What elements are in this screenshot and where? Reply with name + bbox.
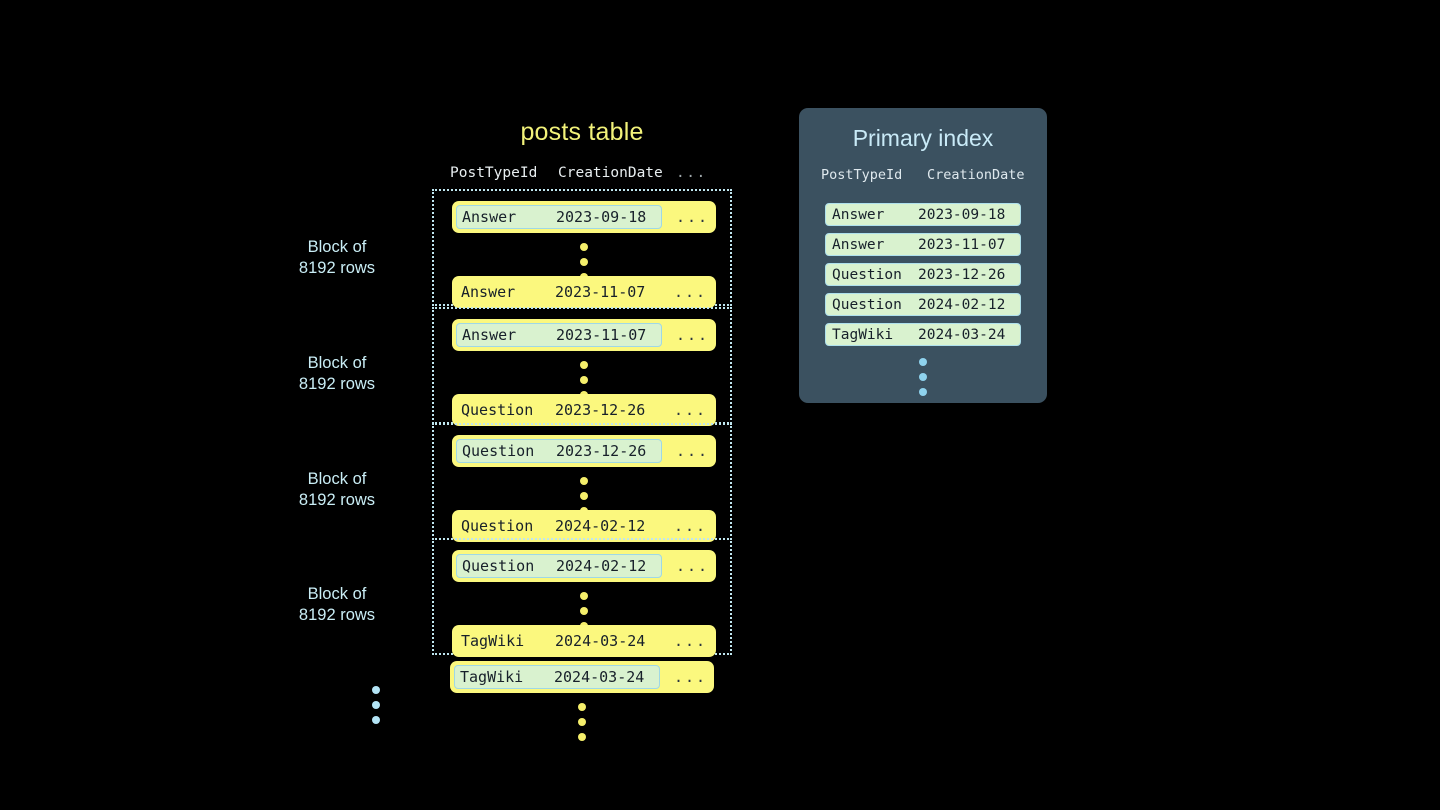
cell-creationdate: 2023-11-07 (918, 236, 1006, 253)
block-2: Answer 2023-11-07 ... Question 2023-12-2… (432, 307, 732, 426)
posts-table-column-headers: PostTypeId CreationDate ... (450, 165, 732, 181)
cell-creationdate: 2023-12-26 (555, 401, 646, 419)
row-key-cells: Question 2023-12-26 (456, 439, 662, 463)
cell-posttypeid: Answer (832, 206, 885, 223)
column-header-posttypeid: PostTypeId (821, 167, 903, 183)
dot (372, 701, 380, 709)
row-cells: Question 2023-12-26 (456, 399, 660, 421)
cell-creationdate: 2024-02-12 (556, 557, 647, 575)
dot (580, 361, 588, 369)
cell-ellipsis: ... (676, 326, 710, 344)
column-header-posttypeid: PostTypeId (450, 165, 538, 181)
block-3: Question 2023-12-26 ... Question 2024-02… (432, 423, 732, 542)
block-3-label: Block of 8192 rows (298, 470, 376, 509)
table-row: Question 2024-02-12 ... (452, 510, 716, 542)
table-row: Question 2024-02-12 ... (452, 550, 716, 582)
dot (580, 258, 588, 266)
cell-posttypeid: Question (461, 517, 534, 535)
list-item: Answer 2023-09-18 (825, 203, 1021, 226)
table-row: Question 2023-12-26 ... (452, 394, 716, 426)
dot (578, 718, 586, 726)
dot (919, 388, 927, 396)
dot (580, 477, 588, 485)
cell-ellipsis: ... (674, 517, 708, 535)
block-2-label: Block of 8192 rows (298, 354, 376, 393)
block-1-label: Block of 8192 rows (298, 238, 376, 277)
cell-posttypeid: Answer (461, 283, 516, 301)
cell-creationdate: 2024-02-12 (555, 517, 646, 535)
row-key-cells: Answer 2023-09-18 (456, 205, 662, 229)
primary-index-ellipsis-dots (799, 358, 1047, 396)
column-header-creationdate: CreationDate (927, 167, 1025, 183)
row-key-cells: Question 2024-02-12 (456, 554, 662, 578)
primary-index-panel: Primary index PostTypeId CreationDate An… (799, 108, 1047, 403)
cell-posttypeid: Question (462, 442, 535, 460)
table-ellipsis-dots (578, 703, 586, 741)
cell-posttypeid: Answer (462, 208, 517, 226)
cell-creationdate: 2023-12-26 (556, 442, 647, 460)
primary-index-column-headers: PostTypeId CreationDate (821, 167, 1031, 183)
row-cells: Question 2024-02-12 (456, 515, 660, 537)
cell-posttypeid: TagWiki (460, 668, 524, 686)
dot (919, 358, 927, 366)
cell-creationdate: 2024-03-24 (918, 326, 1006, 343)
cell-ellipsis: ... (674, 401, 708, 419)
cell-creationdate: 2024-03-24 (554, 668, 645, 686)
cell-ellipsis: ... (676, 557, 710, 575)
column-header-ellipsis: ... (676, 165, 707, 181)
cell-creationdate: 2024-03-24 (555, 632, 646, 650)
list-item: Question 2024-02-12 (825, 293, 1021, 316)
dot (372, 716, 380, 724)
primary-index-entry-list: Answer 2023-09-18 Answer 2023-11-07 Ques… (825, 203, 1021, 353)
row-cells: TagWiki 2024-03-24 (456, 630, 660, 652)
dot (580, 243, 588, 251)
cell-creationdate: 2023-12-26 (918, 266, 1006, 283)
cell-posttypeid: TagWiki (461, 632, 525, 650)
dot (580, 492, 588, 500)
cell-posttypeid: Question (462, 557, 535, 575)
row-key-cells: TagWiki 2024-03-24 (454, 665, 660, 689)
dot (578, 703, 586, 711)
block-1: Answer 2023-09-18 ... Answer 2023-11-07 … (432, 189, 732, 308)
posts-table-title: posts table (520, 118, 644, 146)
table-row: TagWiki 2024-03-24 ... (452, 625, 716, 657)
table-row-trailing: TagWiki 2024-03-24 ... (450, 661, 714, 693)
cell-creationdate: 2023-09-18 (556, 208, 647, 226)
cell-creationdate: 2024-02-12 (918, 296, 1006, 313)
column-header-creationdate: CreationDate (558, 165, 663, 181)
table-row: Answer 2023-09-18 ... (452, 201, 716, 233)
table-row: Answer 2023-11-07 ... (452, 319, 716, 351)
cell-posttypeid: Question (832, 266, 902, 283)
cell-ellipsis: ... (676, 208, 710, 226)
cell-posttypeid: Question (832, 296, 902, 313)
table-row: Question 2023-12-26 ... (452, 435, 716, 467)
cell-creationdate: 2023-11-07 (555, 283, 646, 301)
cell-ellipsis: ... (674, 283, 708, 301)
dot (580, 592, 588, 600)
block-4: Question 2024-02-12 ... TagWiki 2024-03-… (432, 538, 732, 657)
table-row: Answer 2023-11-07 ... (452, 276, 716, 308)
dot (919, 373, 927, 381)
dot (372, 686, 380, 694)
cell-ellipsis: ... (674, 632, 708, 650)
row-cells: Answer 2023-11-07 (456, 281, 660, 303)
list-item: TagWiki 2024-03-24 (825, 323, 1021, 346)
dot (580, 376, 588, 384)
primary-index-title: Primary index (852, 125, 994, 151)
list-item: Question 2023-12-26 (825, 263, 1021, 286)
cell-creationdate: 2023-11-07 (556, 326, 647, 344)
block-4-label: Block of 8192 rows (298, 585, 376, 624)
cell-posttypeid: Question (461, 401, 534, 419)
cell-posttypeid: TagWiki (832, 326, 894, 343)
cell-ellipsis: ... (676, 442, 710, 460)
cell-ellipsis: ... (674, 668, 708, 686)
list-item: Answer 2023-11-07 (825, 233, 1021, 256)
dot (580, 607, 588, 615)
row-key-cells: Answer 2023-11-07 (456, 323, 662, 347)
cell-posttypeid: Answer (832, 236, 885, 253)
block-ellipsis-dots (372, 686, 380, 724)
cell-creationdate: 2023-09-18 (918, 206, 1006, 223)
dot (578, 733, 586, 741)
cell-posttypeid: Answer (462, 326, 517, 344)
